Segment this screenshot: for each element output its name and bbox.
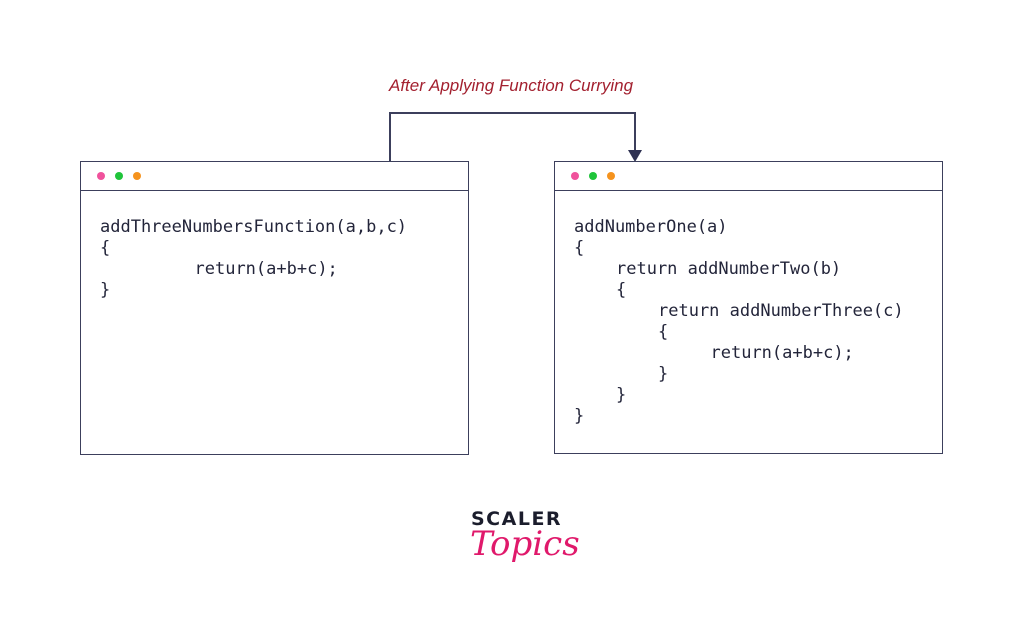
- window-titlebar: [555, 162, 942, 191]
- connector-up: [389, 112, 391, 162]
- code-line: {: [100, 238, 111, 258]
- code-line: return addNumberThree(c): [658, 301, 904, 321]
- code-line: }: [574, 406, 585, 426]
- window-titlebar: [81, 162, 468, 191]
- transformation-caption: After Applying Function Currying: [389, 76, 634, 95]
- code-window-after: addNumberOne(a){return addNumberTwo(b){r…: [554, 161, 943, 454]
- green-dot-icon: [589, 172, 597, 180]
- orange-dot-icon: [133, 172, 141, 180]
- code-line: {: [616, 280, 627, 300]
- connector-down: [634, 112, 636, 152]
- code-line: return addNumberTwo(b): [616, 259, 842, 279]
- code-line: {: [658, 322, 669, 342]
- arrowhead-icon: [628, 150, 642, 162]
- connector-horizontal: [389, 112, 635, 114]
- code-line: addThreeNumbersFunction(a,b,c): [100, 217, 408, 237]
- code-window-before: addThreeNumbersFunction(a,b,c){ return(a+…: [80, 161, 469, 455]
- code-line: return(a+b+c);: [194, 259, 338, 279]
- pink-dot-icon: [97, 172, 105, 180]
- code-line: }: [100, 280, 111, 300]
- orange-dot-icon: [607, 172, 615, 180]
- code-line: {: [574, 238, 585, 258]
- code-line: }: [658, 364, 669, 384]
- code-line: return(a+b+c);: [710, 343, 854, 363]
- green-dot-icon: [115, 172, 123, 180]
- logo-scaler: SCALER: [471, 508, 563, 530]
- pink-dot-icon: [571, 172, 579, 180]
- code-line: }: [616, 385, 627, 405]
- code-line: addNumberOne(a): [574, 217, 728, 237]
- logo-topics: Topics: [470, 524, 580, 564]
